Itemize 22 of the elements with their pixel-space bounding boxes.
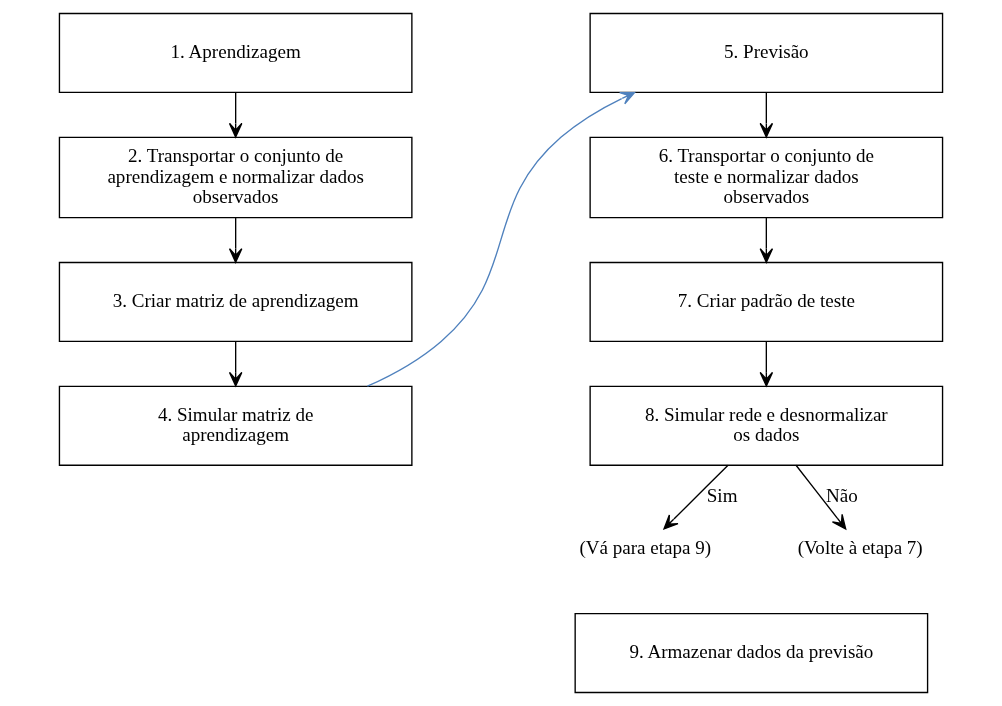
node-box: 1. Aprendizagem — [58, 12, 413, 94]
arrow — [759, 92, 774, 138]
node-box: 8. Simular rede e desnormalizar os dados — [589, 385, 944, 466]
edge-label: Sim — [706, 485, 738, 507]
node-box: 5. Previsão — [589, 12, 944, 94]
node-box: 4. Simular matriz de aprendizagem — [58, 385, 413, 466]
node-box: 9. Armazenar dados da previsão — [574, 612, 929, 694]
node-box: 7. Criar padrão de teste — [589, 261, 944, 343]
arrow — [759, 217, 774, 263]
arrow — [663, 464, 729, 530]
arrow — [795, 464, 847, 530]
edge-label: Não — [826, 485, 858, 507]
node-text: (Vá para etapa 9) — [579, 536, 712, 558]
arrow — [366, 91, 636, 387]
node-box: 3. Criar matriz de aprendizagem — [58, 261, 413, 343]
arrow — [228, 340, 243, 387]
node-box: 2. Transportar o conjunto de aprendizagem e normalizar dados observados — [58, 136, 413, 219]
arrow — [228, 217, 243, 263]
arrow — [228, 92, 243, 138]
node-text: (Volte à etapa 7) — [797, 536, 923, 558]
node-box: 6. Transportar o conjunto de teste e normalizar dados observados — [589, 136, 944, 219]
arrow — [759, 340, 774, 387]
